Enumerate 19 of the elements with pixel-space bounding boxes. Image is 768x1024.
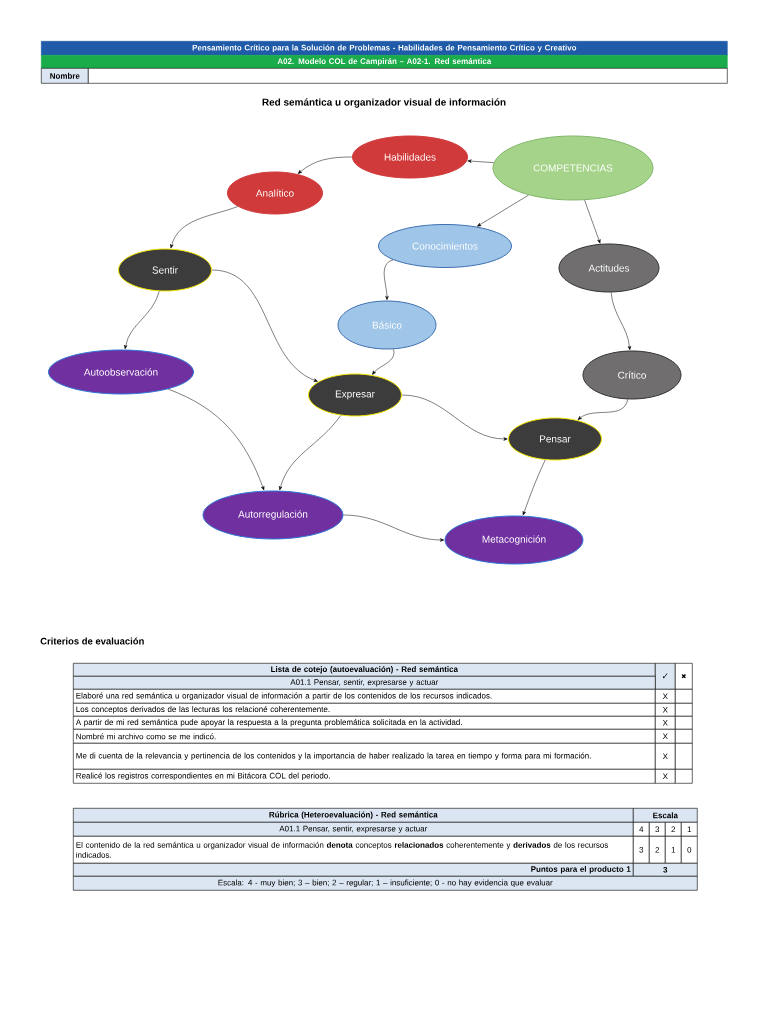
- arrow: [467, 159, 494, 163]
- arrow: [279, 415, 341, 491]
- arrow: [372, 349, 395, 375]
- arrow: [170, 206, 238, 249]
- arrow: [477, 194, 529, 227]
- arrow: [124, 291, 160, 350]
- arrow: [610, 292, 632, 351]
- section-heading: Criterios de evaluación: [40, 637, 144, 645]
- arrow: [211, 269, 318, 382]
- arrow: [522, 459, 546, 516]
- table-cell: ✓: [655, 663, 676, 690]
- arrow: [297, 156, 353, 174]
- arrow: [343, 514, 445, 542]
- arrow: [401, 394, 508, 441]
- diagram-title: Red semántica u organizador visual de información: [262, 98, 506, 108]
- arrow: [584, 199, 601, 244]
- arrow: [577, 399, 628, 420]
- arrow: [167, 388, 265, 491]
- arrow: [383, 259, 394, 301]
